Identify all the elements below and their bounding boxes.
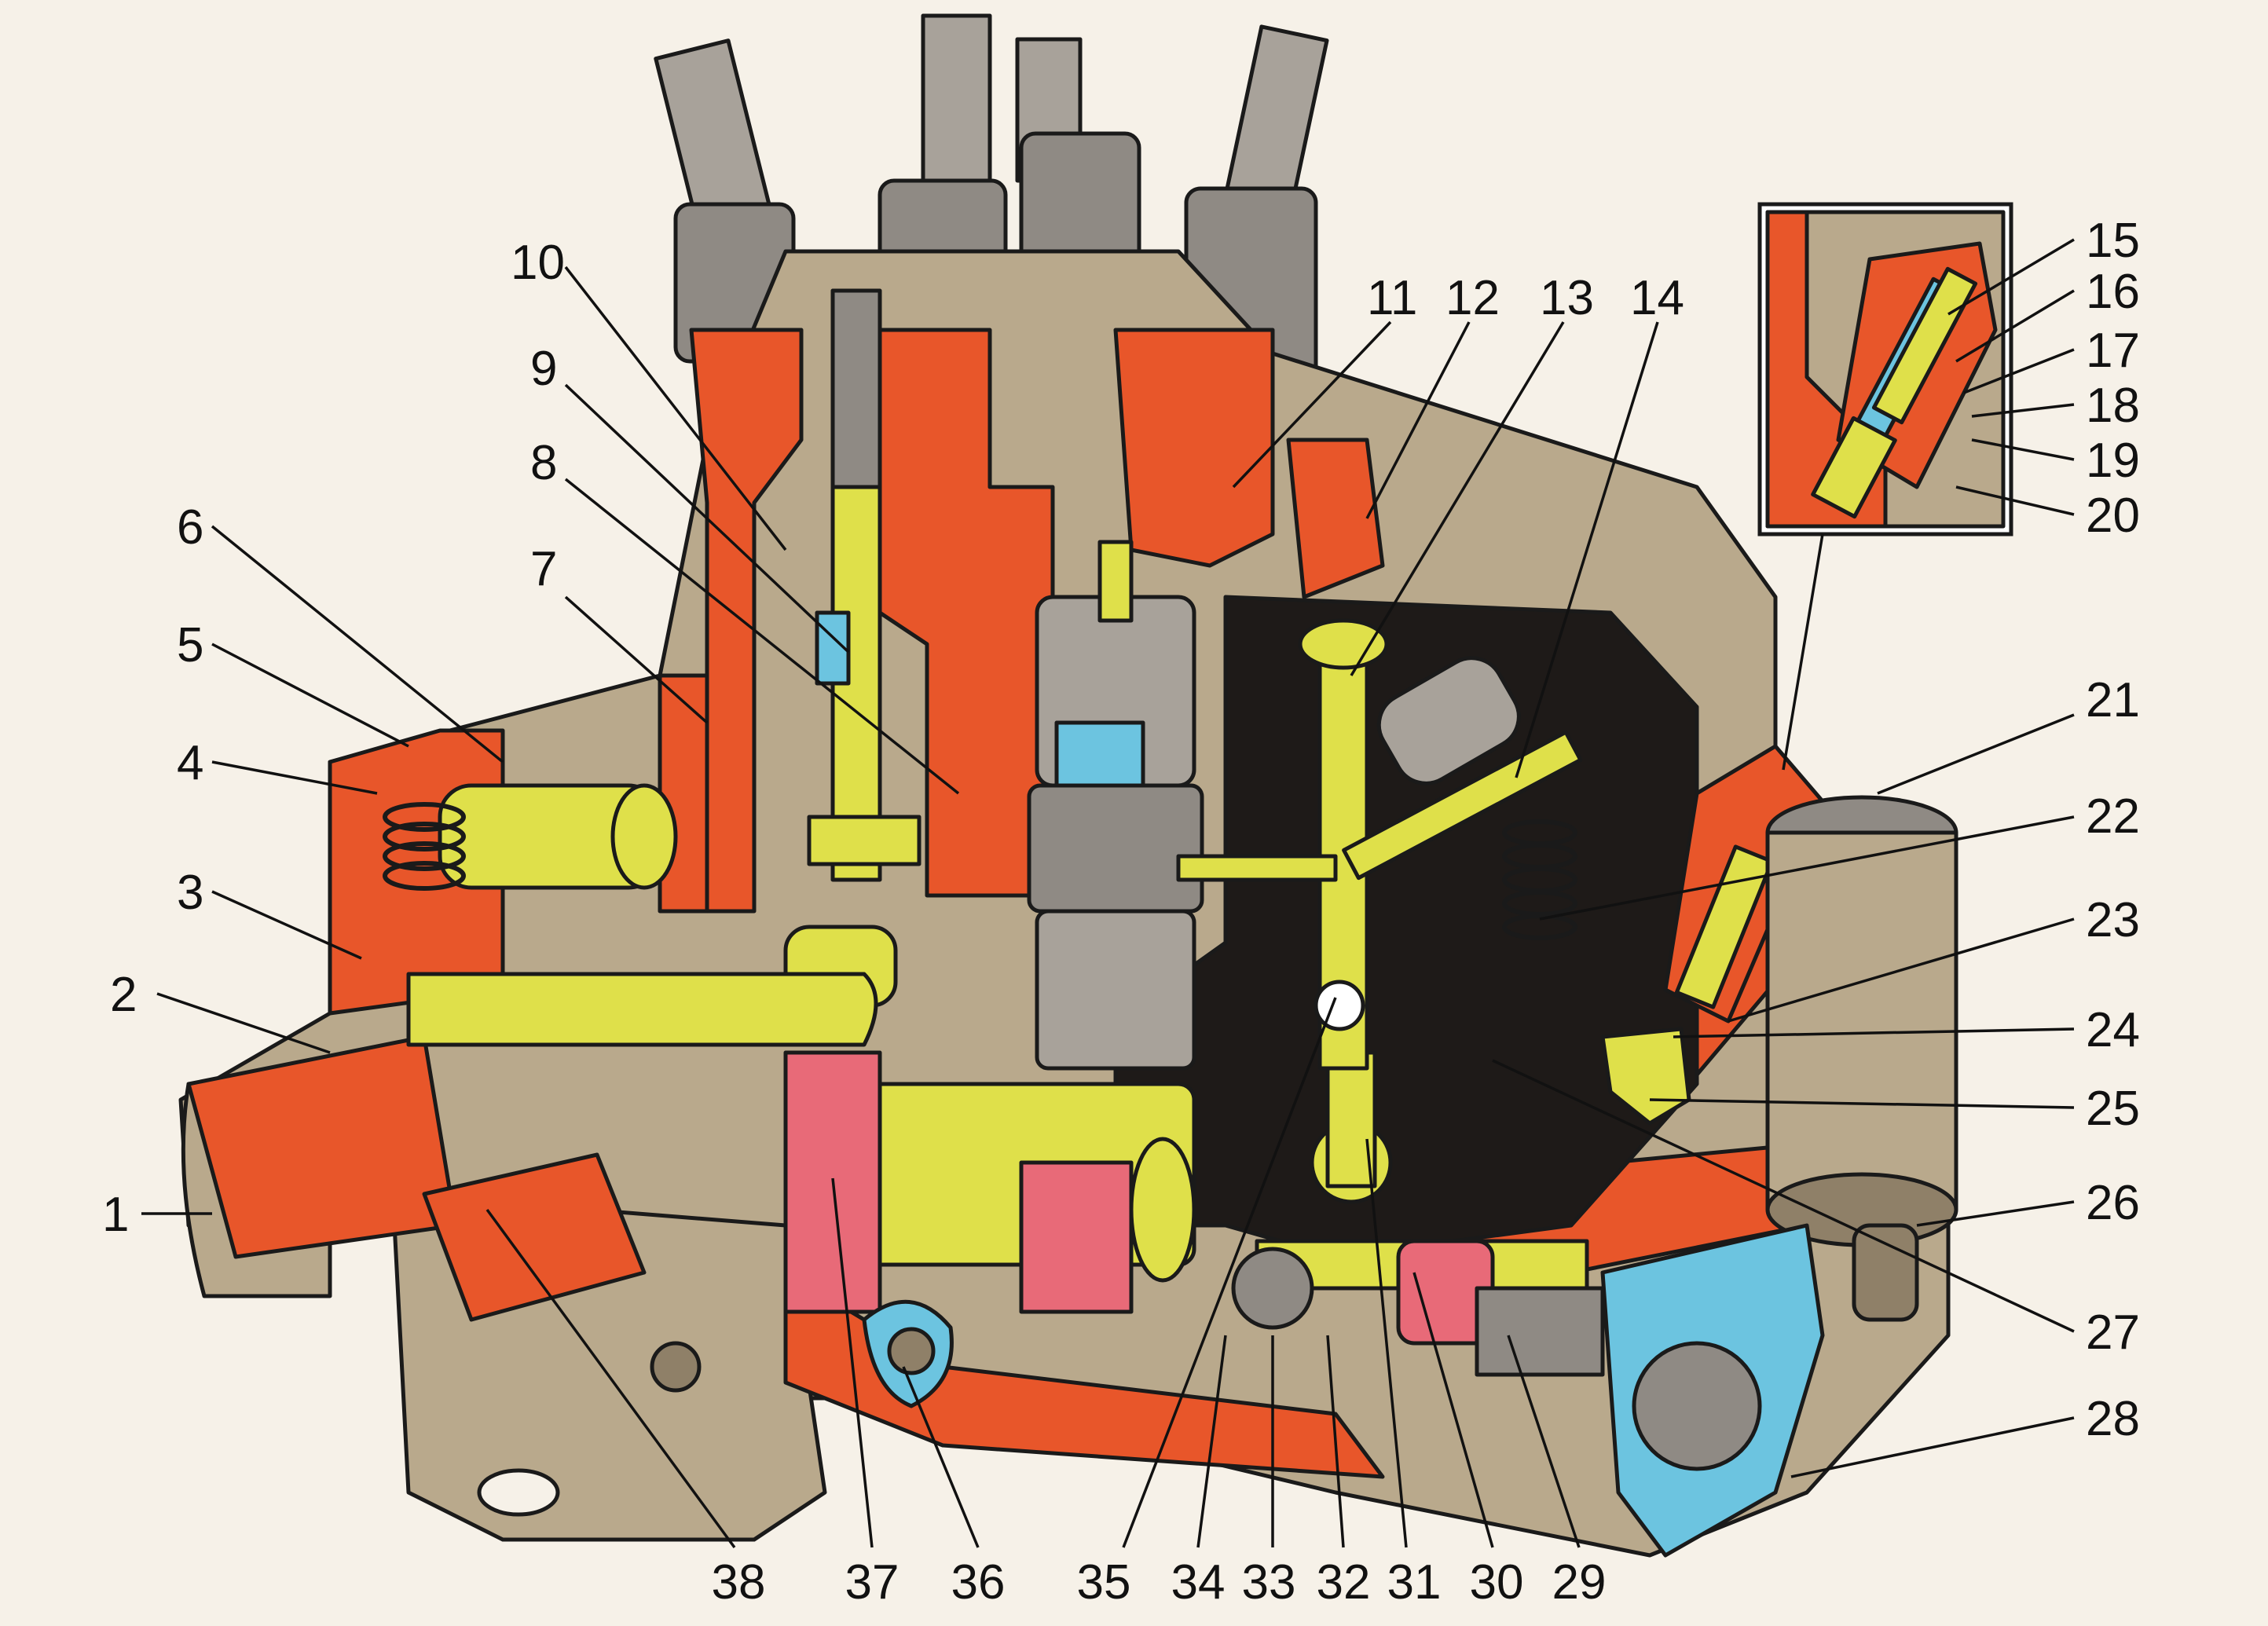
callout-11: 11: [1367, 271, 1417, 325]
overflow-valve: [1765, 795, 1958, 1322]
callout-21: 21: [2086, 673, 2140, 727]
callout-28: 28: [2086, 1392, 2140, 1446]
callout-10: 10: [511, 236, 565, 290]
callout-27: 27: [2086, 1306, 2140, 1360]
callout-labels: 1 2 3 4 5 6 7 8 9 10 11 12 13 14 15 16 1…: [102, 214, 2140, 1610]
callout-15: 15: [2086, 214, 2140, 268]
linkage-spring: [1502, 819, 1577, 940]
callout-23: 23: [2086, 893, 2140, 947]
drive-shaft: [406, 972, 1196, 1314]
timing-device: [1231, 1050, 1605, 1377]
callout-25: 25: [2086, 1082, 2140, 1136]
callout-26: 26: [2086, 1176, 2140, 1230]
callout-13: 13: [1540, 271, 1594, 325]
callout-8: 8: [530, 436, 557, 490]
callout-5: 5: [177, 618, 203, 672]
callout-4: 4: [177, 736, 203, 790]
governor-assembly: [383, 783, 678, 891]
governor-linkage: [1176, 618, 1583, 1071]
inlet-flange: [862, 1223, 1825, 1558]
callout-12: 12: [1445, 271, 1500, 325]
callout-34: 34: [1171, 1555, 1226, 1610]
callout-18: 18: [2086, 379, 2140, 433]
callout-36: 36: [951, 1555, 1006, 1610]
callout-35: 35: [1077, 1555, 1131, 1610]
callout-30: 30: [1470, 1555, 1524, 1610]
callout-38: 38: [712, 1555, 766, 1610]
callout-20: 20: [2086, 489, 2140, 543]
callout-2: 2: [110, 968, 137, 1022]
callout-1: 1: [102, 1188, 129, 1242]
callout-31: 31: [1387, 1555, 1442, 1610]
callout-3: 3: [177, 866, 203, 920]
callout-32: 32: [1317, 1555, 1371, 1610]
callout-33: 33: [1242, 1555, 1296, 1610]
callout-37: 37: [845, 1555, 900, 1610]
governor-spring: [383, 802, 466, 891]
leader-lines: [141, 238, 2075, 1549]
callout-9: 9: [530, 342, 557, 396]
callout-17: 17: [2086, 324, 2140, 378]
callout-6: 6: [177, 500, 203, 555]
callout-19: 19: [2086, 434, 2140, 488]
callout-22: 22: [2086, 789, 2140, 844]
callout-16: 16: [2086, 265, 2140, 319]
callout-7: 7: [530, 542, 557, 596]
callout-24: 24: [2086, 1003, 2140, 1057]
callout-14: 14: [1630, 271, 1684, 325]
callout-29: 29: [1552, 1555, 1607, 1610]
inset-valve-detail: [1757, 202, 2013, 771]
distributor-head: [1027, 540, 1204, 1071]
